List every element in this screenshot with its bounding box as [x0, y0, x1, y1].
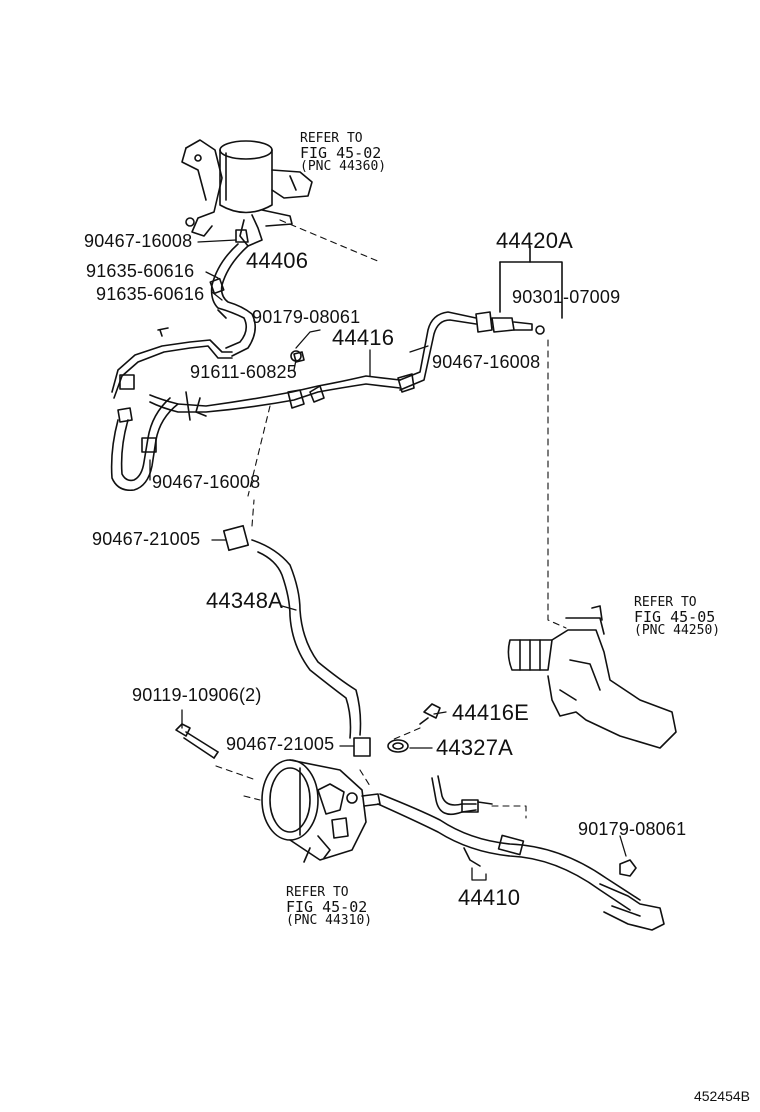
hose-44406-drawing	[209, 243, 256, 357]
part-label-90467-21005-b[interactable]: 90467-21005	[226, 734, 335, 754]
reference-line-2: FIG 45-05	[634, 608, 716, 626]
pump-drawing	[261, 759, 381, 863]
part-label-91611-60825[interactable]: 91611-60825	[190, 362, 297, 382]
part-label-90119-10906[interactable]: 90119-10906(2)	[132, 685, 262, 705]
part-label-90301-07009[interactable]: 90301-07009	[512, 287, 621, 307]
part-label-91635-60616-b[interactable]: 91635-60616	[96, 284, 205, 304]
part-label-90467-16008[interactable]: 90467-16008	[84, 231, 193, 251]
part-label-44416E[interactable]: 44416E	[452, 700, 530, 725]
part-label-44416[interactable]: 44416	[332, 325, 395, 350]
hose-44348A-drawing	[222, 524, 371, 757]
return-tube-44416-drawing	[111, 311, 477, 421]
part-label-44410[interactable]: 44410	[458, 885, 521, 910]
tube-44420A-drawing	[475, 245, 563, 335]
reference-line-3: (PNC 44360)	[300, 159, 387, 174]
part-label-90467-16008-c[interactable]: 90467-16008	[152, 472, 261, 492]
reference-line-2: FIG 45-02	[286, 898, 368, 916]
pressure-hose-44410-drawing	[377, 775, 665, 931]
dashed-lines	[215, 219, 567, 819]
part-label-90467-21005[interactable]: 90467-21005	[92, 529, 201, 549]
part-label-44348A[interactable]: 44348A	[206, 588, 284, 613]
reference-line-1: REFER TO	[634, 595, 697, 610]
part-label-90179-08061[interactable]: 90179-08061	[252, 307, 361, 327]
steering-gear-drawing	[507, 605, 677, 749]
part-label-44327A[interactable]: 44327A	[436, 735, 514, 760]
figure-id: 452454B	[693, 1088, 750, 1104]
reference-note-pump: REFER TO FIG 45-02 (PNC 44310)	[286, 886, 372, 928]
return-hose-left-drawing	[110, 397, 179, 492]
reference-line-3: (PNC 44250)	[634, 623, 721, 638]
part-label-90467-16008-b[interactable]: 90467-16008	[432, 352, 541, 372]
reference-note-reservoir: REFER TO FIG 45-02 (PNC 44360)	[300, 132, 386, 174]
leader-lines	[149, 239, 627, 881]
small-parts-drawing	[157, 327, 637, 877]
reference-line-1: REFER TO	[286, 885, 349, 900]
part-label-44420A[interactable]: 44420A	[496, 228, 574, 253]
reservoir-tank-drawing	[181, 139, 313, 247]
reference-note-gear: REFER TO FIG 45-05 (PNC 44250)	[634, 596, 720, 638]
part-label-91635-60616[interactable]: 91635-60616	[86, 261, 195, 281]
reference-line-1: REFER TO	[300, 131, 363, 146]
reference-line-2: FIG 45-02	[300, 144, 382, 162]
bolt-drawing	[175, 723, 219, 759]
part-label-44406[interactable]: 44406	[246, 248, 309, 273]
reference-line-3: (PNC 44310)	[286, 913, 373, 928]
part-label-90179-08061-b[interactable]: 90179-08061	[578, 819, 687, 839]
